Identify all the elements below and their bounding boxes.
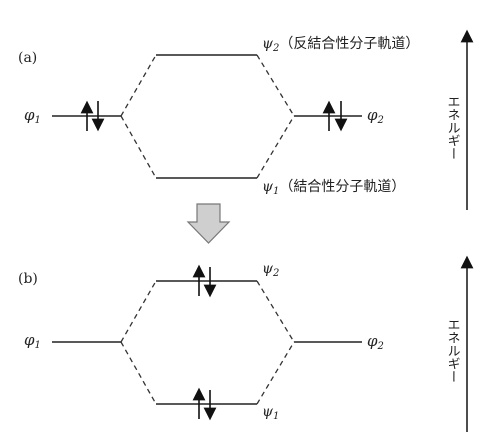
psi1-label-b: ψ1: [262, 404, 279, 422]
correlation-line-b-2: [120, 341, 157, 405]
energy-axis-label-a: エネルギー: [445, 95, 460, 160]
correlation-line-a-4: [256, 115, 295, 179]
phi1-label-a: φ1: [24, 106, 41, 126]
correlation-line-b-3: [256, 280, 295, 343]
psi1-label-a: ψ1（結合性分子軌道）: [262, 179, 405, 197]
phi2-label-a: φ2: [367, 106, 384, 126]
panel-b: (b) φ1 φ2 ψ2 ψ1 エネルギー: [18, 255, 474, 432]
panel-b-label: (b): [18, 271, 38, 287]
correlation-line-a-3: [256, 54, 295, 117]
down-arrow-icon: [186, 203, 231, 244]
correlation-line-a-2: [120, 115, 157, 179]
psi2-label-b: ψ2: [262, 261, 279, 279]
panel-a-label: (a): [18, 50, 37, 66]
correlation-line-b-4: [256, 341, 295, 405]
energy-axis-label-b: エネルギー: [445, 318, 460, 383]
psi2-label-a: ψ2（反結合性分子軌道）: [262, 36, 419, 54]
correlation-line-a-1: [120, 54, 157, 117]
phi1-label-b: φ1: [24, 331, 41, 351]
correlation-line-b-1: [120, 280, 157, 343]
panel-a: (a) φ1 φ2 ψ2（反結合性分子軌道） ψ1（結合性分子軌道）: [18, 29, 474, 210]
phi2-label-b: φ2: [367, 332, 384, 352]
